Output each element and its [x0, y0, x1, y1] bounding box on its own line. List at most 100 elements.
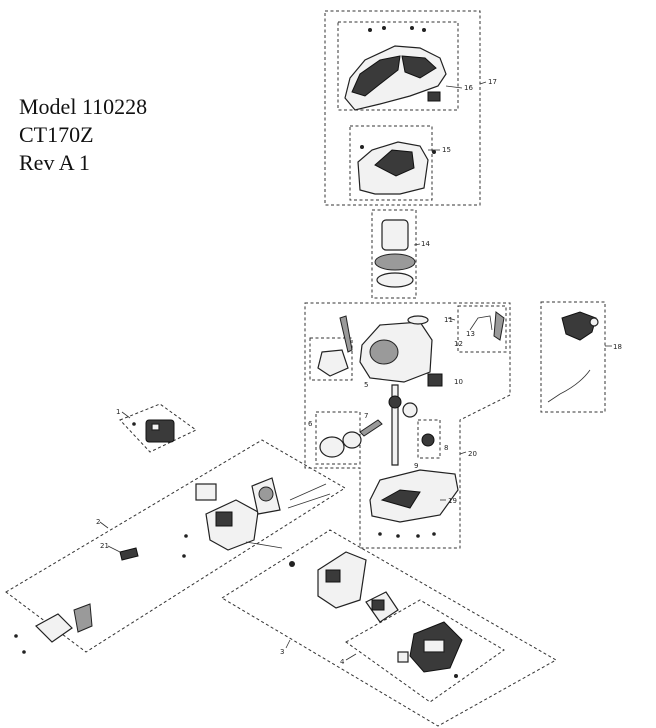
filter-screw	[454, 674, 458, 678]
cover-vent-panel	[401, 55, 437, 79]
head-screw	[132, 422, 136, 426]
cover-clip	[427, 91, 441, 102]
carburetor-bracket	[317, 551, 367, 609]
callout-11: 11	[444, 316, 453, 324]
pushrod-1	[289, 483, 327, 501]
group-3-outline	[221, 529, 558, 727]
callout-18: 18	[613, 343, 622, 351]
group-20-outline	[304, 302, 511, 549]
group-4-outline	[345, 599, 505, 703]
sump-bolt-2	[396, 534, 400, 538]
callout-9: 9	[414, 462, 418, 470]
recoil-starter-top	[374, 149, 415, 177]
group-3-fuel-system: 3 4	[221, 529, 558, 727]
callout-20: 20	[468, 450, 477, 458]
callout-13: 13	[466, 330, 475, 338]
group-14-outline	[371, 209, 417, 299]
muffler-screw-2	[22, 650, 26, 654]
starter-screw-2	[432, 150, 436, 154]
callout-7: 7	[364, 412, 368, 420]
callout-15: 15	[442, 146, 451, 154]
group-11-outline	[457, 305, 507, 353]
cover-screw-3	[410, 26, 414, 30]
throttle-link	[469, 315, 493, 331]
air-filter-element	[423, 639, 445, 653]
oil-pump-gear	[421, 433, 435, 447]
cover-screw-1	[368, 28, 372, 32]
cover-screw-4	[422, 28, 426, 32]
group-5-outline	[309, 337, 353, 381]
callout-10: 10	[454, 378, 463, 386]
piston	[342, 431, 362, 449]
carburetor-body	[371, 599, 385, 611]
group-8-outline	[417, 419, 441, 459]
sump-bolt-4	[432, 532, 436, 536]
sump-bolt-3	[416, 534, 420, 538]
connecting-rod	[359, 419, 383, 437]
sump-bolt-1	[378, 532, 382, 536]
starter-cup	[381, 219, 409, 251]
piston-rings	[319, 436, 345, 458]
governor-arm	[317, 349, 349, 377]
callout-3: 3	[280, 648, 284, 656]
muffler-bracket	[73, 603, 93, 633]
air-filter-nut	[397, 651, 409, 663]
callout-21: 21	[100, 542, 109, 550]
spark-plug	[119, 547, 139, 561]
callout-4: 4	[340, 658, 345, 666]
pushrod-2	[287, 493, 331, 509]
model-number: Model 110228	[19, 94, 148, 119]
callout-16: 16	[464, 84, 473, 92]
group-15-outline	[349, 125, 433, 201]
ignition-plate	[427, 373, 443, 387]
callout-14: 14	[421, 240, 430, 248]
bracket-detail	[325, 569, 341, 583]
callout-19: 19	[448, 497, 457, 505]
muffler	[35, 613, 73, 643]
cover-dark-panel	[351, 55, 401, 97]
group-17-cover-assembly: 16 17 15	[324, 10, 497, 206]
starter-screw-1	[360, 145, 364, 149]
throttle-cable	[547, 369, 591, 403]
flywheel-base	[376, 272, 414, 288]
callout-1: 1	[116, 408, 120, 416]
dipstick	[339, 315, 353, 353]
callout-17: 17	[488, 78, 497, 86]
callout-6: 6	[308, 420, 313, 428]
muffler-screw-1	[14, 634, 18, 638]
fuel-fitting	[289, 561, 295, 567]
group-6-outline	[315, 411, 361, 465]
sump-interior	[380, 489, 421, 509]
throttle-lever	[561, 311, 597, 341]
head-bolt-1	[184, 534, 188, 538]
flywheel-fins	[374, 253, 416, 271]
group-18-outline	[540, 301, 606, 413]
group-18-throttle-control: 18	[540, 301, 622, 413]
cam-gear	[402, 402, 418, 418]
group-1-outline	[119, 403, 197, 453]
callout-5: 5	[364, 381, 368, 389]
group-17-outline	[324, 10, 481, 206]
gasket-port	[258, 486, 274, 502]
gasket-ring	[407, 315, 429, 325]
group-20-crankcase: 11 12 13 10 5 6 7 8 9 20 19	[304, 302, 511, 549]
group-2-head-muffler: 2 21	[5, 439, 346, 654]
group-1-cylinder-head: 1	[116, 403, 197, 453]
throttle-knob	[589, 317, 599, 327]
pushrod-3	[245, 541, 283, 549]
head-bolt-2	[182, 554, 186, 558]
cylinder-bore	[369, 339, 399, 365]
callout-12: 12	[454, 340, 463, 348]
revision-label: Rev A 1	[19, 150, 90, 175]
callout-2: 2	[96, 518, 100, 526]
crankshaft-counterweight	[388, 395, 402, 409]
cover-screw-2	[382, 26, 386, 30]
engine-code: CT170Z	[19, 122, 94, 147]
cylinder-head-block	[195, 483, 217, 501]
cylinder-head-fins	[215, 511, 233, 527]
group-14-flywheel: 14	[371, 209, 430, 299]
callout-8: 8	[444, 444, 448, 452]
valve-cover	[145, 419, 175, 443]
spring-link	[493, 311, 505, 341]
